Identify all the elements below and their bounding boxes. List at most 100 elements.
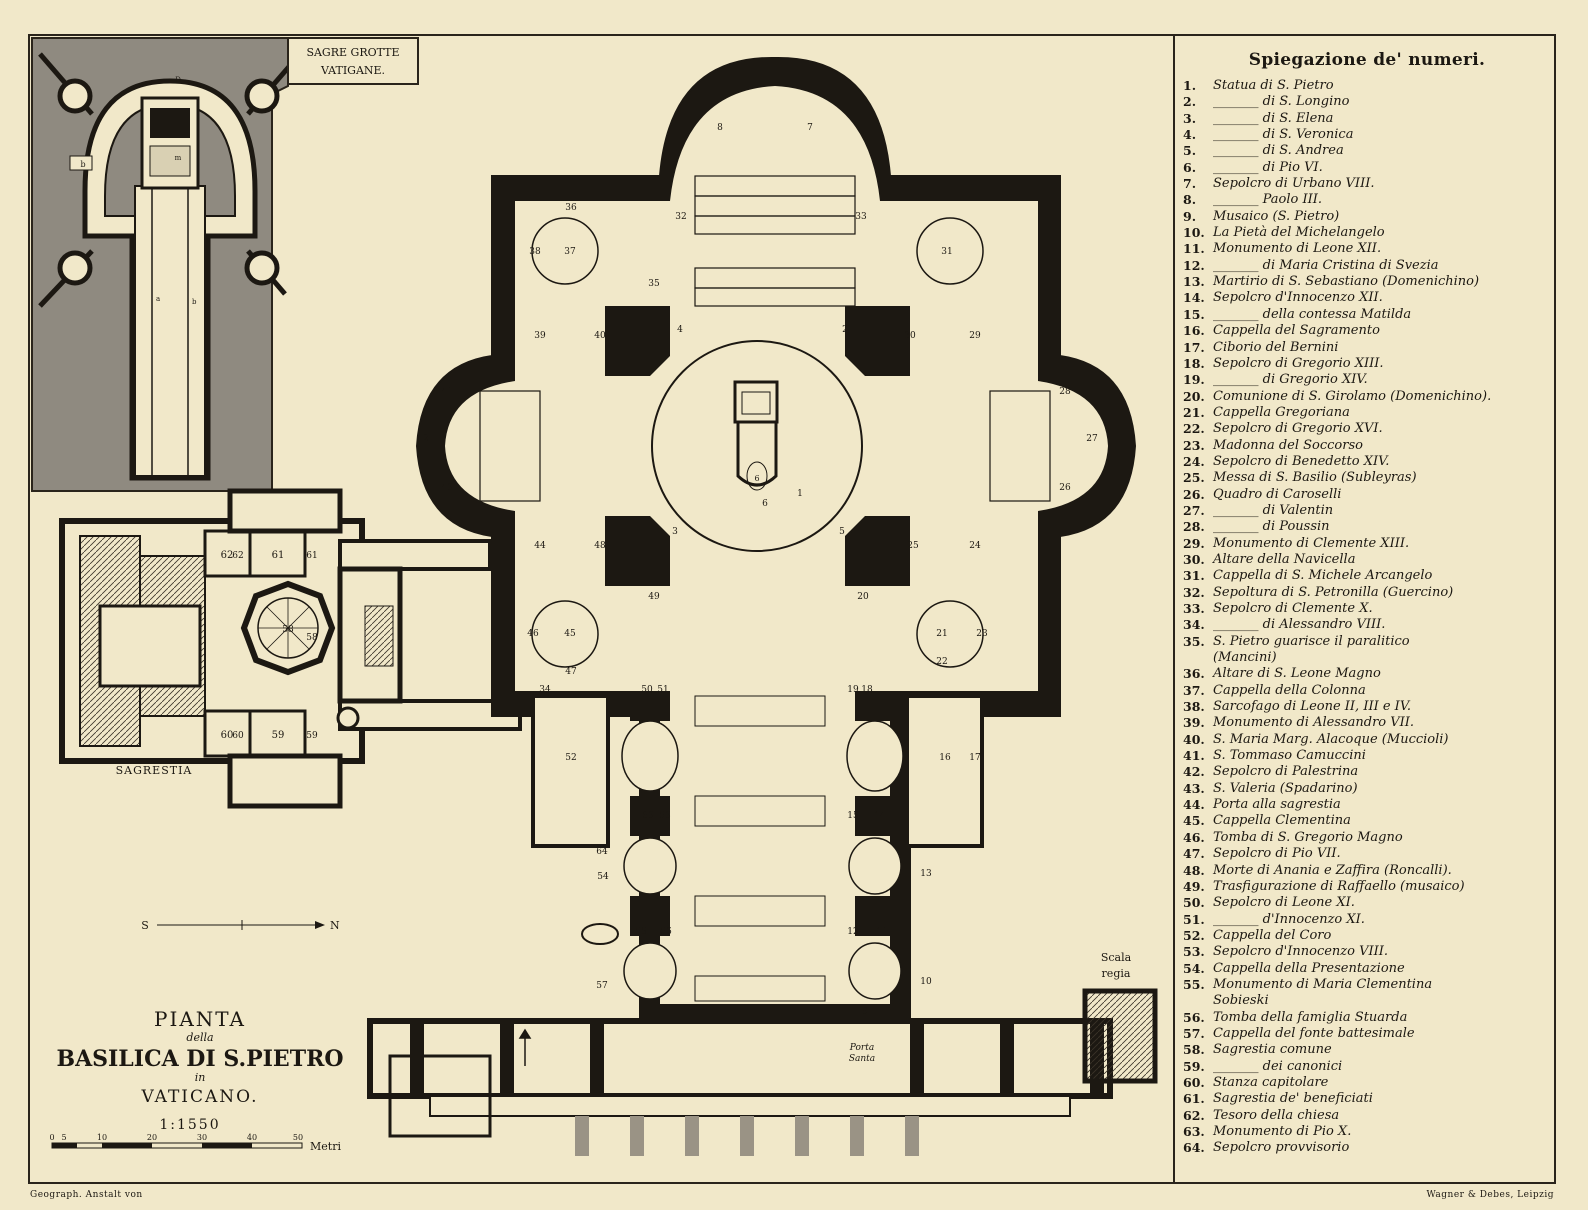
legend-item-text: Cappella di S. Michele Arcangelo: [1213, 568, 1433, 584]
room-number: 4: [677, 325, 683, 335]
legend-item-number: 13.: [1183, 274, 1205, 290]
legend-item: 54.Cappella della Presentazione: [1183, 961, 1551, 977]
legend-item-number: 49.: [1183, 878, 1205, 894]
legend-item-text: Sepolcro di Benedetto XIV.: [1213, 453, 1390, 469]
legend-item-number: 41.: [1183, 748, 1205, 764]
legend-item-number: 50.: [1183, 895, 1205, 911]
legend-item-number: 6.: [1183, 159, 1197, 175]
legend-item-number: 44.: [1183, 797, 1205, 813]
legend-item-text: Messa di S. Basilio (Subleyras): [1213, 470, 1417, 486]
legend-item-text: Monumento di Maria Clementina: [1213, 976, 1433, 992]
legend-item-number: 48.: [1183, 862, 1205, 878]
legend-item: 20.Comunione di S. Girolamo (Domenichino…: [1183, 389, 1551, 405]
legend-item: 1.Statua di S. Pietro: [1183, 78, 1551, 94]
legend-item-number: 10.: [1183, 225, 1205, 241]
room-number: 1: [797, 489, 803, 499]
legend-item: 49.Trasfigurazione di Raffaello (musaico…: [1183, 879, 1551, 895]
scale-tick: 5: [61, 1133, 66, 1142]
room-number: 48: [594, 541, 606, 551]
room-number: 63: [642, 811, 654, 821]
legend-item-number: 63.: [1183, 1124, 1205, 1139]
legend-title: Spiegazione de' numeri.: [1248, 50, 1486, 70]
legend-item-text: Sepolcro d'Innocenzo XII.: [1213, 290, 1383, 306]
room-number: 17: [969, 753, 981, 763]
legend-item-number: 16.: [1183, 323, 1205, 339]
room-number: 38: [529, 247, 541, 257]
room-number: 3: [672, 527, 678, 537]
room-number-labels: 1 2 3 4 5 6 7 8 9 10 11 12 13 14 15 16 1…: [232, 123, 1098, 1017]
room-number: 35: [648, 279, 660, 289]
legend-item: 10. La Pietà del Michelangelo: [1183, 225, 1551, 241]
legend-item: 27._______ di Valentin: [1183, 503, 1551, 519]
legend-item-number: 27.: [1183, 502, 1205, 518]
legend-item: 6. _______ di Pio VI.: [1183, 160, 1551, 176]
room-number: 2: [842, 325, 848, 335]
legend-item-text: _______ di Pio VI.: [1213, 159, 1323, 175]
legend-item-text: _______ di S. Andrea: [1213, 143, 1344, 159]
legend-item-number: 32.: [1183, 584, 1205, 600]
inset-title-line2: VATIGANE.: [320, 64, 385, 77]
grotte-inset: b m D a b SAGRE GROTTE VATIGANE.: [31, 37, 419, 492]
room-number: 23: [976, 629, 988, 639]
legend-item-number: 31.: [1183, 568, 1205, 584]
svg-text:62: 62: [221, 550, 234, 561]
room-number: 21: [936, 629, 947, 639]
legend-item-text: Cappella del fonte battesimale: [1213, 1025, 1415, 1041]
legend-item: 25.Messa di S. Basilio (Subleyras): [1183, 470, 1551, 486]
legend-item-number: 37.: [1183, 682, 1205, 698]
title-line4: in: [195, 1071, 206, 1084]
legend-item: 57.Cappella del fonte battesimale: [1183, 1026, 1551, 1042]
legend-item-number: 42.: [1183, 764, 1205, 780]
compass: S N: [141, 919, 340, 932]
room-number: 10: [920, 977, 932, 987]
room-number: 24: [969, 541, 981, 551]
legend-item-text: La Pietà del Michelangelo: [1213, 225, 1385, 241]
legend-item: 2._______ di S. Longino: [1183, 94, 1551, 110]
scale-ratio: 1:1550: [159, 1117, 220, 1133]
legend-panel: Spiegazione de' numeri. 1.Statua di S. P…: [1183, 46, 1551, 1176]
legend-item-text: Sepolcro provvisorio: [1213, 1140, 1350, 1156]
legend-item-text: Comunione di S. Girolamo (Domenichino).: [1213, 388, 1492, 404]
room-number: 34: [539, 685, 551, 695]
legend-item: 61.Sagrestia de' beneficiati: [1183, 1091, 1551, 1107]
legend-item-text: Musaico (S. Pietro): [1213, 208, 1340, 224]
legend-item-number: 4.: [1183, 127, 1197, 143]
room-number: 12: [847, 927, 858, 937]
legend-item-number: 62.: [1183, 1107, 1205, 1123]
room-number: 14: [874, 811, 886, 821]
legend-item-number: 43.: [1183, 780, 1205, 796]
legend-item-text: Cappella Clementina: [1213, 813, 1351, 829]
legend-item-number: 9.: [1183, 208, 1197, 224]
legend-item-text: Porta alla sagrestia: [1213, 797, 1341, 813]
legend-item-number: 59.: [1183, 1058, 1205, 1074]
scale-tick: 50: [293, 1133, 303, 1142]
publisher-credit-left: Geograph. Anstalt von: [30, 1190, 143, 1200]
legend-item-number: 14.: [1183, 290, 1205, 306]
legend-item-number: 51.: [1183, 911, 1205, 927]
room-number: 55: [635, 927, 647, 937]
legend-item-text: Tesoro della chiesa: [1213, 1107, 1340, 1123]
legend-item-number: [1183, 993, 1213, 1009]
legend-item-number: 5.: [1183, 143, 1197, 159]
legend-item-number: 26.: [1183, 486, 1205, 502]
legend-item: 52.Cappella del Coro: [1183, 928, 1551, 944]
legend-item-number: 39.: [1183, 715, 1205, 731]
room-number: 42: [417, 434, 428, 444]
legend-item-text: Monumento di Clemente XIII.: [1213, 535, 1410, 551]
legend-item-text: S. Pietro guarisce il paralitico: [1213, 633, 1410, 649]
legend-item-number: 35.: [1183, 633, 1205, 649]
room-number: 57: [596, 981, 608, 991]
legend-item: (Mancini): [1183, 650, 1551, 666]
legend-item-text: Monumento di Pio X.: [1213, 1124, 1352, 1139]
map-frame: [28, 34, 1556, 1184]
legend-item-text: Stanza capitolare: [1213, 1074, 1329, 1090]
legend-item-number: 18.: [1183, 355, 1205, 371]
room-number: 39: [534, 331, 546, 341]
legend-item-number: 58.: [1183, 1042, 1205, 1058]
legend-item: 4._______ di S. Veronica: [1183, 127, 1551, 143]
legend-item-number: 46.: [1183, 829, 1205, 845]
room-number: 16: [939, 753, 951, 763]
legend-item-number: 3.: [1183, 110, 1197, 126]
legend-item-number: 30.: [1183, 551, 1205, 567]
legend-item-text: Altare di S. Leone Magno: [1213, 666, 1381, 682]
